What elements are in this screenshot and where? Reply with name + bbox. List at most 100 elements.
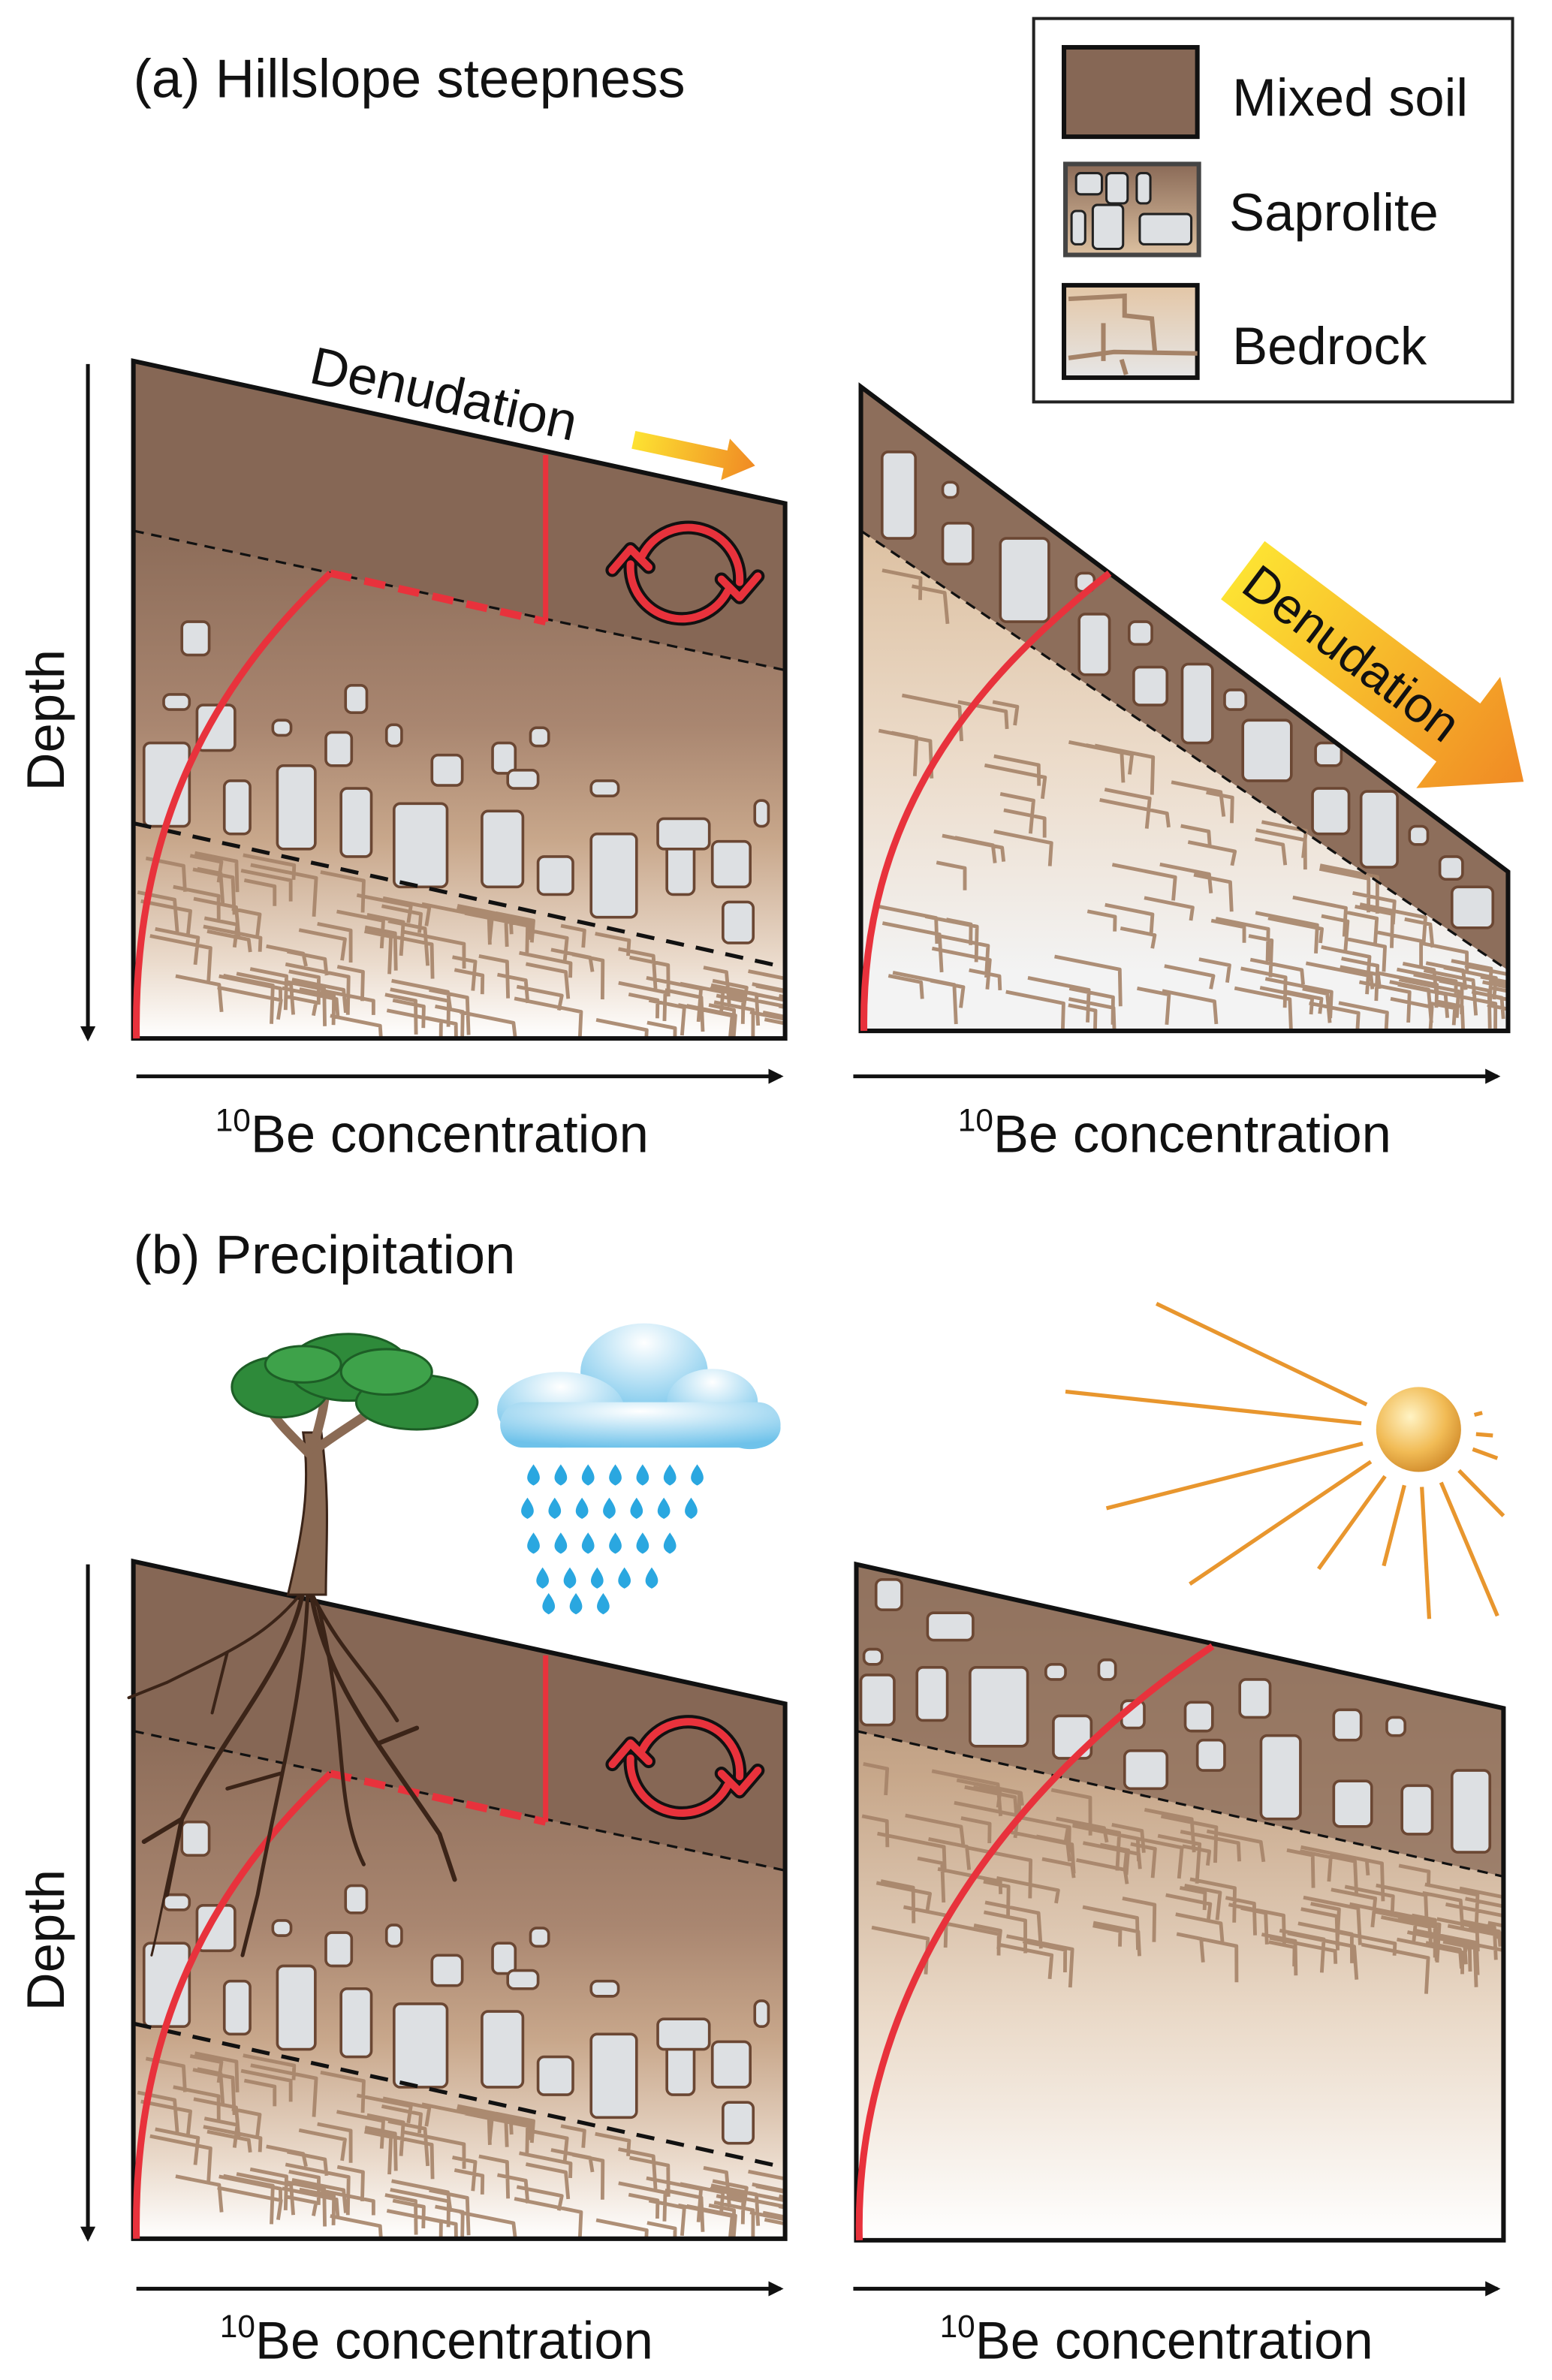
soil-mixing-cycle-icon xyxy=(605,1715,765,1820)
denudation-arrow-icon xyxy=(631,430,755,481)
tree-canopy xyxy=(231,1333,479,1431)
be10-mixed-profile-dashed xyxy=(329,1770,547,1826)
boulder xyxy=(1195,1738,1226,1772)
saprolite-bedrock-boundary xyxy=(133,2021,785,2170)
saprolite-boulders xyxy=(142,620,770,944)
depth-axis-label: Depth xyxy=(16,649,75,791)
panel-outline xyxy=(131,358,788,1041)
boulder xyxy=(529,1927,550,1948)
sun-ray xyxy=(1475,1432,1493,1438)
boulder xyxy=(874,1577,903,1611)
boulder xyxy=(276,1964,317,2051)
raindrop xyxy=(563,1567,577,1589)
boulder xyxy=(1128,620,1153,646)
boulder xyxy=(1223,688,1248,711)
boulder xyxy=(589,832,638,919)
boulder xyxy=(1259,1734,1302,1821)
boulder xyxy=(271,719,293,737)
boulder xyxy=(1077,613,1111,676)
bedrock-cracks xyxy=(137,2051,785,2239)
concentration-axis-label: 10Be concentration xyxy=(215,1102,649,1163)
boulder xyxy=(1359,790,1399,869)
panel-outline xyxy=(131,1558,788,2241)
depth-axis-label: Depth xyxy=(16,1869,75,2011)
soil-mixing-cycle-icon xyxy=(605,520,765,626)
sun-ray xyxy=(1457,1469,1505,1517)
boulder xyxy=(195,703,237,752)
panel-b-right: 10Be concentration xyxy=(853,1302,1506,2369)
boulder xyxy=(1400,1784,1434,1836)
boulder xyxy=(880,450,918,540)
raindrop xyxy=(636,1464,649,1486)
be10-profile-curve xyxy=(133,1770,333,2239)
axis-text: Be concentration xyxy=(255,2310,653,2369)
boulder xyxy=(506,1969,540,1990)
raindrop xyxy=(657,1497,671,1520)
boulder xyxy=(753,1999,770,2029)
boulder xyxy=(1332,1779,1373,1828)
boulder xyxy=(222,779,252,836)
boulder xyxy=(481,809,525,889)
rain-cloud-icon xyxy=(497,1323,781,1615)
be10-mixed-profile-dashed xyxy=(329,569,547,625)
raindrop xyxy=(575,1497,589,1520)
boulder xyxy=(1238,1678,1272,1719)
raindrop xyxy=(609,1532,622,1554)
boulder xyxy=(1385,1716,1407,1737)
raindrop xyxy=(554,1532,568,1554)
raindrop xyxy=(603,1497,616,1520)
boulder xyxy=(656,2017,711,2051)
boulder xyxy=(753,799,770,828)
raindrop xyxy=(691,1464,704,1486)
boulder xyxy=(710,839,752,889)
boulder xyxy=(656,817,711,851)
boulder xyxy=(430,1954,464,1987)
boulder xyxy=(344,1884,369,1915)
raindrop xyxy=(663,1464,677,1486)
sun-ray xyxy=(1189,1460,1373,1586)
axis-text: Be concentration xyxy=(251,1104,649,1164)
boulder xyxy=(1044,1662,1067,1681)
raindrop xyxy=(536,1567,549,1589)
boulder xyxy=(271,1919,293,1937)
concentration-axis-label: 10Be concentration xyxy=(958,1102,1391,1163)
bedrock-cracks xyxy=(137,851,785,1039)
legend-swatch-mixed-soil xyxy=(1061,44,1200,140)
boulder xyxy=(926,1611,975,1642)
raindrop xyxy=(569,1592,583,1615)
boulder xyxy=(481,2010,525,2089)
bedrock-cracks xyxy=(861,1762,1504,1994)
boulder xyxy=(722,2101,755,2145)
sun-ray xyxy=(1439,1481,1499,1617)
boulder xyxy=(915,1666,949,1722)
raindrop xyxy=(645,1567,658,1589)
boulder xyxy=(969,1666,1029,1748)
boulder xyxy=(324,731,354,767)
isotope-mass-number: 10 xyxy=(958,1102,993,1137)
boulder xyxy=(384,1924,403,1948)
sun-disc xyxy=(1376,1387,1461,1472)
sun-rays xyxy=(1065,1302,1505,1619)
boulder xyxy=(1408,824,1430,846)
boulder xyxy=(536,2055,574,2096)
raindrop xyxy=(527,1464,540,1486)
panel-outline xyxy=(858,382,1511,1034)
legend-swatch-bedrock xyxy=(1061,282,1200,381)
boulder xyxy=(162,693,191,711)
panel-b-title: (b) Precipitation xyxy=(134,1225,516,1285)
boulder xyxy=(506,769,540,790)
boulder xyxy=(430,753,464,787)
raindrop xyxy=(581,1464,595,1486)
raindrop xyxy=(663,1532,677,1554)
boulder xyxy=(1180,662,1214,745)
boulder xyxy=(1450,1769,1492,1854)
legend-label-mixed-soil: Mixed soil xyxy=(1232,68,1468,127)
saprolite-boulders xyxy=(880,450,1495,929)
crack-lines xyxy=(137,2051,785,2239)
boulder xyxy=(1311,787,1351,836)
soil-saprolite-boundary xyxy=(133,1730,785,1872)
boulder xyxy=(710,2040,752,2089)
panel-a-left: Denudation Depth 10Be concentration xyxy=(16,336,788,1164)
boulder xyxy=(222,1979,252,2036)
boulder xyxy=(195,1903,237,1953)
